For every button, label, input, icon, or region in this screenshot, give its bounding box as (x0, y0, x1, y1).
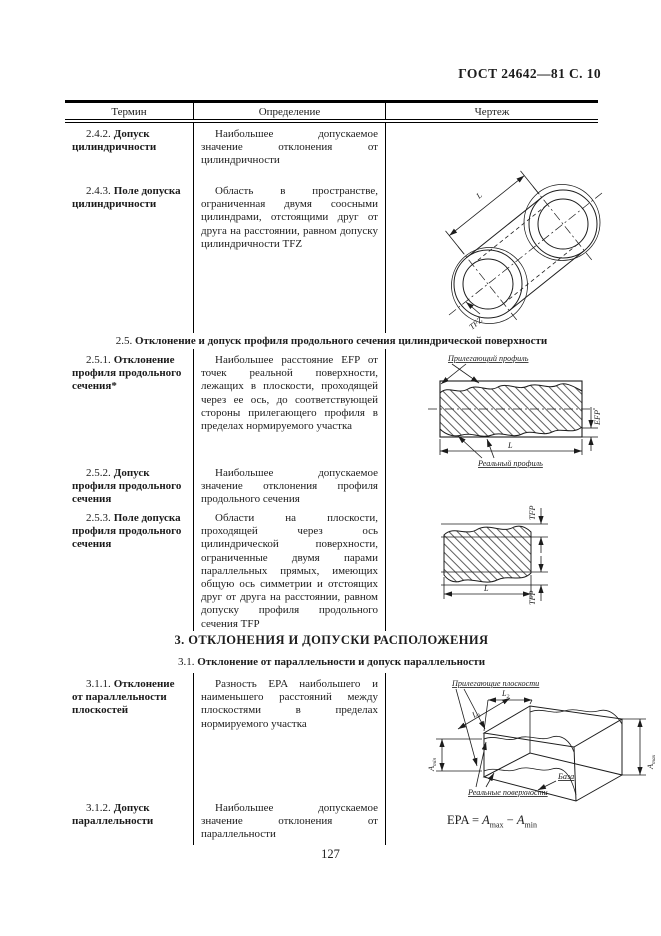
table-row: 2.4.2.Допуск цилиндричности Наибольшее д… (65, 123, 598, 180)
adjacent-planes-label: Прилегающие плоскости (451, 679, 539, 688)
parallelism-deviation-drawing: Прилегающие плоскости (427, 679, 657, 802)
section-heading-3-1: 3.1. Отклонение от параллельности и допу… (65, 650, 598, 673)
term-cell: 2.4.3.Поле допуска цилиндричности (65, 180, 193, 333)
definition-cell: Наибольшее допускаемое значение отклонен… (193, 797, 385, 845)
l2-dimension-label: L2 (501, 689, 510, 700)
drawing-cell: Прилегающие плоскости (385, 673, 657, 802)
page-number: 127 (321, 847, 340, 861)
term-number: 2.5.1. (86, 354, 111, 366)
terms-table: Термин Определение Чертеж 2.4.2.Допуск ц… (65, 100, 657, 845)
formula-equals: = (471, 813, 479, 827)
adjacent-profile-label: Прилегающий профиль (447, 354, 529, 363)
term-cell: 2.5.2.Допуск профиля продольного сечения (65, 462, 193, 507)
drawing-cell: EPA = Amax − Amin (385, 797, 598, 845)
section-number: 3. (174, 633, 185, 647)
term-text: Отклонение от параллельности плоскостей (72, 678, 175, 717)
term-number: 3.1.1. (86, 678, 111, 690)
formula-a-max: A (482, 813, 490, 827)
drawing-cell: L TFZ (385, 170, 603, 333)
table-row: 3.1.2.Допуск параллельности Наибольшее д… (65, 797, 598, 845)
table-row: 2.5.2.Допуск профиля продольного сечения… (65, 462, 598, 507)
real-surfaces-wavy-lines (483, 709, 623, 796)
term-text: Допуск профиля продольного сечения (72, 467, 182, 506)
tfp-tolerance-label: TFP (528, 505, 537, 520)
definition-cell: Область в пространстве, ограниченная дву… (193, 180, 385, 333)
table-row: 2.4.3.Поле допуска цилиндричности Област… (65, 170, 603, 333)
column-header-drawing: Чертеж (385, 103, 598, 119)
term-cell: 2.5.3.Поле допуска профиля продольного с… (65, 507, 193, 631)
definition-cell: Разность EPA наибольшего и наименьшего р… (193, 673, 385, 797)
term-number: 2.4.3. (86, 185, 111, 197)
length-dimension-label: L (474, 190, 484, 201)
formula-a-min: A (516, 813, 525, 827)
longitudinal-section-profile-drawing: Прилегающий профиль (428, 354, 602, 468)
base-label: База (557, 772, 574, 781)
term-cell: 2.4.2.Допуск цилиндричности (65, 123, 193, 180)
a-max-dimension-label: Amax (646, 754, 657, 770)
section-heading-3: 3. ОТКЛОНЕНИЯ И ДОПУСКИ РАСПОЛОЖЕНИЯ (65, 626, 598, 650)
term-number: 2.5.2. (86, 467, 111, 479)
table-row: 3.1.1.Отклонение от параллельности плоск… (65, 673, 657, 802)
definition-cell: Области на плоскости, проходящей через о… (193, 507, 385, 631)
term-text: Поле допуска цилиндричности (72, 185, 181, 211)
column-header-definition: Определение (193, 103, 385, 119)
real-surface-shape (443, 525, 532, 583)
length-dimension-label: L (483, 584, 489, 593)
term-text: Допуск цилиндричности (72, 128, 157, 154)
real-profile-shape (439, 383, 583, 437)
l1-dimension-label: L1 (470, 708, 483, 722)
term-text: Поле допуска профиля продольного сечения (72, 512, 182, 551)
drawing-cell (385, 123, 598, 180)
term-number: 2.5.3. (86, 512, 111, 524)
term-text: Отклонение профиля продольного сечения* (72, 354, 182, 393)
table-row: 2.5.3.Поле допуска профиля продольного с… (65, 505, 598, 631)
profile-tolerance-band-drawing: TFP TFP L (441, 505, 548, 605)
tfp-tolerance-label: TFP (528, 590, 537, 605)
efp-deviation-label: EFP (593, 410, 602, 426)
drawing-cell: Прилегающий профиль (385, 349, 602, 468)
length-dimension-label: L (507, 441, 513, 450)
drawing-cell (385, 462, 598, 507)
definition-cell: Наибольшее допускаемое значение отклонен… (193, 462, 385, 507)
real-surfaces-label: Реальные поверхности (467, 788, 548, 797)
a-min-dimension-label: Amin (427, 757, 438, 772)
section-number: 2.5. (115, 335, 133, 347)
column-header-term: Термин (111, 106, 147, 118)
section-heading-2-5: 2.5. Отклонение и допуск профиля продоль… (65, 333, 598, 349)
cylindricity-tolerance-zone-drawing: L TFZ (445, 170, 603, 332)
term-number: 3.1.2. (86, 802, 111, 814)
section-title: Отклонение от параллельности и допуск па… (197, 656, 486, 668)
term-text: Допуск параллельности (72, 802, 154, 828)
drawing-cell: TFP TFP L (385, 505, 598, 631)
section-number: 3.1. (177, 656, 195, 668)
section-title: ОТКЛОНЕНИЯ И ДОПУСКИ РАСПОЛОЖЕНИЯ (188, 633, 489, 647)
epa-formula: EPA = Amax − Amin (447, 813, 537, 830)
formula-lhs: EPA (447, 813, 469, 827)
definition-cell: Наибольшее расстояние EFP от точек реаль… (193, 349, 385, 462)
page-header: ГОСТ 24642—81 С. 10 (458, 66, 601, 81)
table-header-row: Термин Определение Чертеж (65, 100, 598, 123)
table-row: 2.5.1.Отклонение профиля продольного сеч… (65, 349, 602, 468)
center-lines (448, 186, 603, 322)
real-profile-label: Реальный профиль (477, 459, 543, 468)
section-title: Отклонение и допуск профиля продольного … (135, 335, 548, 347)
term-cell: 3.1.2.Допуск параллельности (65, 797, 193, 845)
formula-minus: − (506, 813, 514, 827)
term-cell: 2.5.1.Отклонение профиля продольного сеч… (65, 349, 193, 462)
term-number: 2.4.2. (86, 128, 111, 140)
definition-cell: Наибольшее допускаемое значение отклонен… (193, 123, 385, 180)
term-cell: 3.1.1.Отклонение от параллельности плоск… (65, 673, 193, 797)
